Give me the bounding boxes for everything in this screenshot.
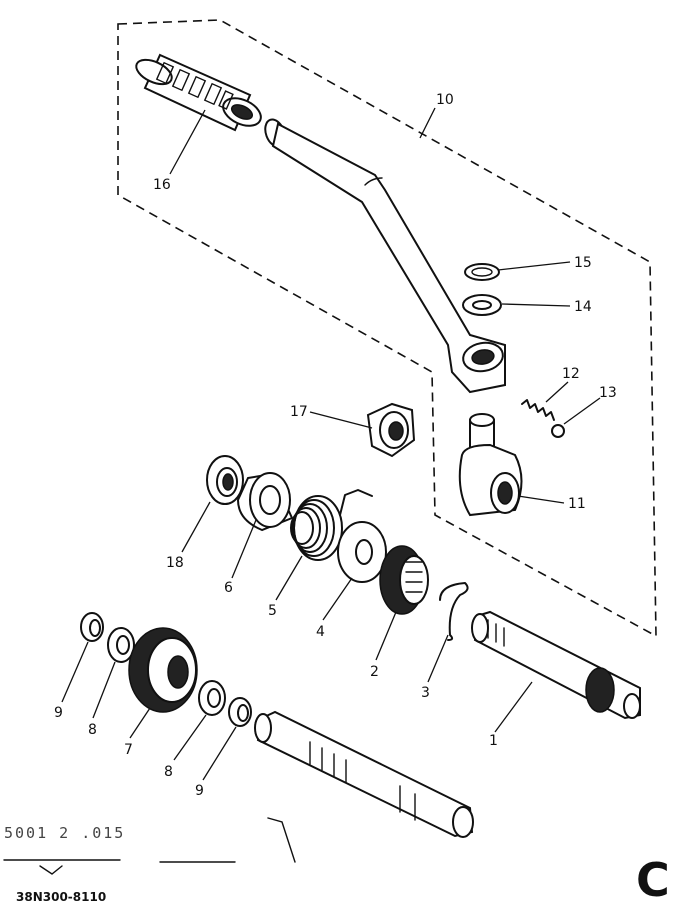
reference-code: 38N300-8110 bbox=[16, 890, 106, 904]
leader-3 bbox=[427, 634, 449, 683]
leader-12 bbox=[545, 381, 569, 403]
leader-8-right bbox=[173, 714, 207, 761]
assembly-boundary-dashed bbox=[117, 19, 657, 638]
leader-lines bbox=[61, 107, 601, 781]
leader-10 bbox=[419, 107, 436, 139]
part-8-washer-left bbox=[107, 627, 135, 663]
callout-4: 4 bbox=[316, 624, 325, 640]
leader-14 bbox=[501, 303, 571, 307]
leader-5 bbox=[275, 555, 303, 601]
part-12-spring bbox=[521, 399, 555, 421]
part-10-kick-lever bbox=[264, 118, 506, 394]
part-14-washer bbox=[462, 294, 502, 316]
leader-13 bbox=[563, 397, 601, 425]
part-13-ball bbox=[551, 424, 565, 438]
callout-5: 5 bbox=[268, 603, 277, 619]
part-17-nut bbox=[366, 402, 416, 458]
part-5-torsion-spring bbox=[290, 489, 373, 561]
faded-stamp: 5001 2 .015 bbox=[4, 824, 125, 842]
part-1-kick-axle bbox=[471, 610, 641, 720]
main-shaft bbox=[254, 710, 474, 838]
callout-9-left: 9 bbox=[54, 705, 63, 721]
callout-3: 3 bbox=[421, 685, 430, 701]
leader-18 bbox=[181, 501, 211, 553]
part-6-spring-guide bbox=[236, 472, 294, 532]
callout-8-left: 8 bbox=[88, 722, 97, 738]
leader-9-left bbox=[61, 641, 89, 703]
part-15-circlip bbox=[464, 263, 500, 281]
callout-16: 16 bbox=[153, 177, 171, 193]
page-letter: C bbox=[636, 853, 670, 907]
part-11-boss bbox=[458, 413, 523, 517]
callout-8-right: 8 bbox=[164, 764, 173, 780]
callout-7: 7 bbox=[124, 742, 133, 758]
callout-12: 12 bbox=[562, 366, 580, 382]
scan-marks bbox=[3, 817, 296, 875]
leader-15 bbox=[497, 261, 571, 271]
callout-14: 14 bbox=[574, 299, 592, 315]
part-7-idler-gear bbox=[128, 627, 198, 713]
callout-2: 2 bbox=[370, 664, 379, 680]
part-4-washer bbox=[337, 521, 387, 583]
leader-8-left bbox=[92, 661, 116, 719]
leader-7 bbox=[129, 707, 151, 739]
leader-4 bbox=[322, 577, 353, 621]
leader-2 bbox=[375, 611, 397, 661]
callout-18: 18 bbox=[166, 555, 184, 571]
callout-17: 17 bbox=[290, 404, 308, 420]
callout-6: 6 bbox=[224, 580, 233, 596]
part-3-circlip bbox=[439, 582, 469, 641]
callout-labels: 10 16 15 14 12 13 11 17 18 6 5 4 2 3 1 9… bbox=[54, 92, 617, 799]
leader-16 bbox=[169, 109, 206, 175]
callout-11: 11 bbox=[568, 496, 586, 512]
part-18-oil-seal bbox=[206, 455, 244, 505]
callout-9-right: 9 bbox=[195, 783, 204, 799]
leader-9-right bbox=[202, 726, 237, 781]
part-9-circlip-right bbox=[228, 697, 252, 727]
part-9-circlip-left bbox=[80, 612, 104, 642]
leader-17 bbox=[309, 411, 373, 429]
part-8-washer-right bbox=[198, 680, 226, 716]
callout-13: 13 bbox=[599, 385, 617, 401]
part-16-grip bbox=[135, 53, 262, 132]
leader-6 bbox=[231, 519, 257, 579]
callout-1: 1 bbox=[489, 733, 498, 749]
leader-11 bbox=[517, 495, 565, 504]
part-2-ratchet-gear bbox=[379, 545, 429, 615]
leader-1 bbox=[494, 681, 533, 733]
callout-15: 15 bbox=[574, 255, 592, 271]
callout-10: 10 bbox=[436, 92, 454, 108]
